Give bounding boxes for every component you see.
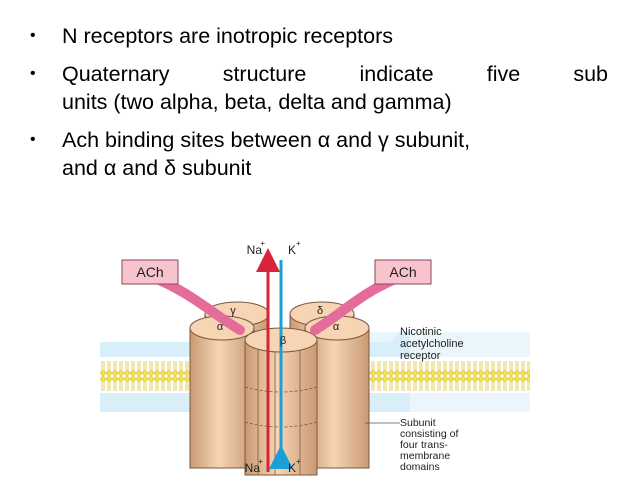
bottom-ion-labels: Na + K + xyxy=(245,457,301,475)
receptor-label-line: Nicotinic xyxy=(400,326,442,338)
k-bottom-charge: + xyxy=(296,457,301,466)
nicotinic-receptor-diagram: ACh ACh Na + K + Na + K + γ α δ xyxy=(100,232,620,479)
ach-label-left: ACh xyxy=(136,264,163,280)
bullet-text: Quaternary structure indicate five sub xyxy=(62,62,608,86)
ach-label-right: ACh xyxy=(389,264,416,280)
receptor-cylinders xyxy=(189,301,370,476)
greek-labels: γ α δ α β xyxy=(217,305,340,347)
receptor-illustration: ACh ACh Na + K + Na + K + γ α δ xyxy=(100,239,530,476)
bullet-list: • N receptors are inotropic receptors • … xyxy=(28,22,608,192)
alpha-left-label: α xyxy=(217,321,224,333)
receptor-label-line: receptor xyxy=(400,350,441,362)
delta-label: δ xyxy=(317,305,323,317)
bullet-item: • N receptors are inotropic receptors xyxy=(28,22,608,50)
top-ion-labels: Na + K + xyxy=(247,239,301,257)
na-top-charge: + xyxy=(260,239,265,248)
na-top-label: Na xyxy=(247,243,263,257)
k-bottom-label: K xyxy=(288,461,296,475)
bullet-item: • Ach binding sites between α and γ subu… xyxy=(28,126,608,182)
subunit-label-line: domains xyxy=(400,461,440,473)
ach-box-right: ACh xyxy=(374,259,432,285)
subunit-label-line: consisting of xyxy=(400,428,458,440)
receptor-label-line: acetylcholine xyxy=(400,338,464,350)
bullet-dot: • xyxy=(30,27,36,44)
bullet-text-continuation: units (two alpha, beta, delta and gamma) xyxy=(62,90,452,114)
receptor-callout: Nicotinic acetylcholine receptor xyxy=(400,326,464,362)
subunit-label-line: Subunit xyxy=(400,417,436,429)
bullet-dot: • xyxy=(30,131,36,148)
bullet-text: N receptors are inotropic receptors xyxy=(62,24,394,48)
k-top-label: K xyxy=(288,243,296,257)
bullet-text: Ach binding sites between α and γ subuni… xyxy=(62,128,471,152)
na-bottom-charge: + xyxy=(258,457,263,466)
subunit-callout: Subunit consisting of four trans- membra… xyxy=(365,417,458,473)
bullet-text-continuation: and α and δ subunit xyxy=(62,156,252,180)
cylinder-alpha-left xyxy=(189,315,255,469)
k-top-charge: + xyxy=(296,239,301,248)
bullet-dot: • xyxy=(30,65,36,82)
alpha-right-label: α xyxy=(333,321,340,333)
na-bottom-label: Na xyxy=(245,461,261,475)
gamma-label: γ xyxy=(230,305,236,317)
ion-arrows xyxy=(256,248,293,472)
subunit-label-line: four trans- xyxy=(400,439,448,451)
ach-box-left: ACh xyxy=(121,259,179,285)
bullet-item: • Quaternary structure indicate five sub… xyxy=(28,60,608,116)
beta-label: β xyxy=(280,335,286,347)
subunit-label-line: membrane xyxy=(400,450,450,462)
